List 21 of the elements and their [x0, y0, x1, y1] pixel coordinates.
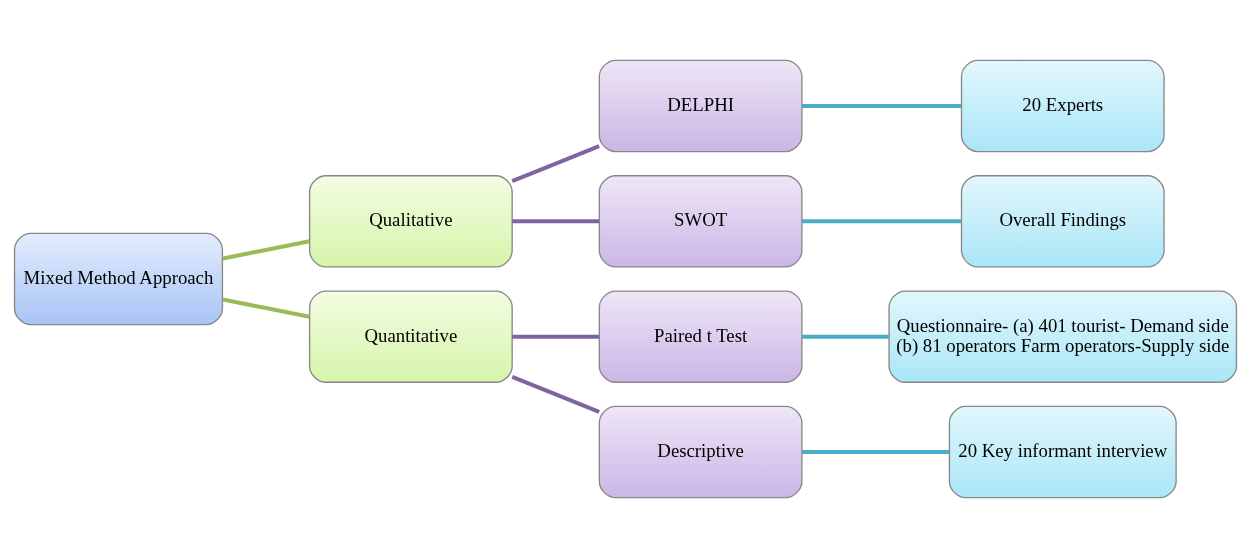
node-box: DELPHI — [598, 59, 803, 152]
connector — [802, 449, 950, 454]
connector — [512, 334, 600, 339]
node-box: Paired t Test — [598, 289, 803, 383]
connector — [222, 238, 310, 260]
node-box: Descriptive — [598, 405, 803, 498]
connector — [802, 334, 889, 339]
node-box: Quantitative — [308, 289, 513, 383]
node-box: Questionnaire- (a) 401 tourist- Demand side (b) 81 operators Farm operators-Supply side — [888, 289, 1238, 383]
connector — [511, 374, 600, 414]
connector — [802, 218, 962, 223]
node-box: 20 Experts — [960, 59, 1165, 152]
connector — [222, 297, 310, 319]
connector — [511, 143, 600, 183]
node-box: 20 Key informant interview — [948, 405, 1177, 498]
connector — [512, 218, 600, 223]
node-box: Mixed Method Approach — [13, 232, 224, 325]
node-box: SWOT — [598, 174, 803, 268]
node-box: Overall Findings — [960, 174, 1165, 268]
node-box: Qualitative — [308, 174, 513, 268]
connector — [802, 103, 962, 108]
